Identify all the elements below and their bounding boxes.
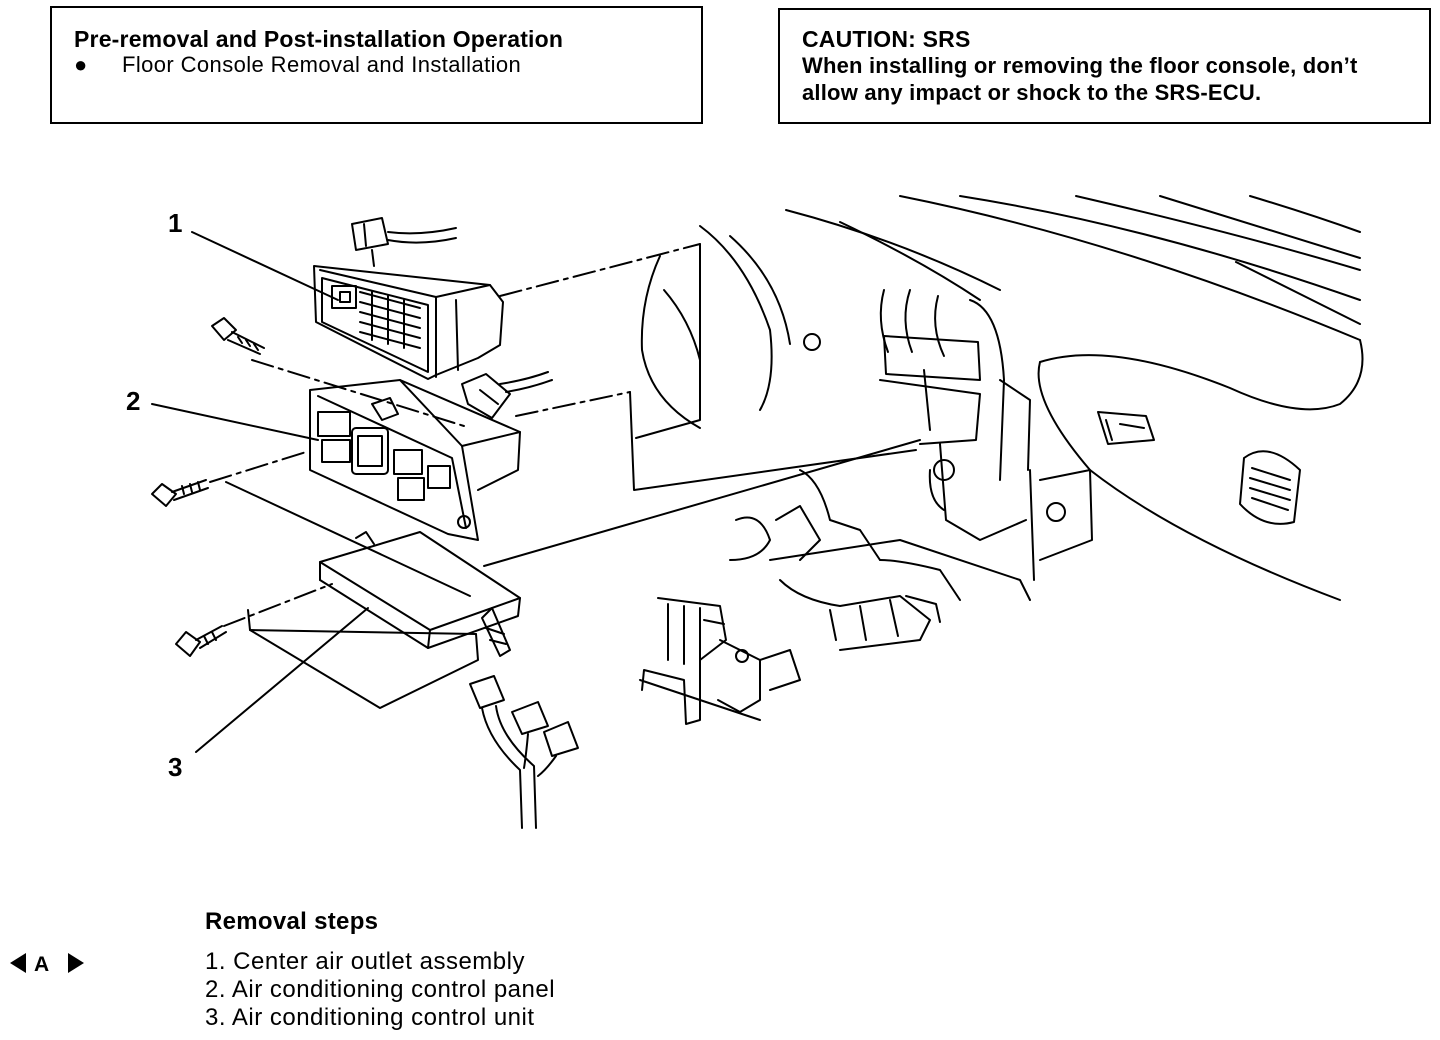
connector-small — [461, 371, 553, 419]
screw-lower — [175, 625, 227, 657]
alignment-lines — [209, 243, 701, 627]
right-arrow-icon — [68, 953, 84, 973]
vehicle-dashboard — [639, 195, 1364, 725]
leader-line-1 — [191, 231, 339, 301]
screw-middle — [151, 479, 209, 507]
leader-line-2 — [151, 403, 319, 441]
callout-2: 2 — [126, 386, 140, 416]
caution-box: CAUTION: SRS When installing or removing… — [778, 8, 1431, 124]
callout-1: 1 — [168, 208, 182, 238]
pre-removal-item-text: Floor Console Removal and Installation — [122, 52, 522, 77]
caution-line-1: When installing or removing the floor co… — [802, 53, 1358, 78]
center-air-outlet-part — [313, 217, 504, 380]
pre-removal-item: ● Floor Console Removal and Installation — [74, 52, 679, 78]
removal-marker-a: A — [10, 950, 84, 976]
removal-steps: Removal steps 1. Center air outlet assem… — [205, 908, 555, 1032]
callout-3: 3 — [168, 752, 182, 782]
left-arrow-icon — [10, 953, 26, 973]
screw-upper — [211, 317, 265, 355]
guide-lines — [225, 243, 921, 709]
pre-removal-box: Pre-removal and Post-installation Operat… — [50, 6, 703, 124]
caution-line-2: allow any impact or shock to the SRS-ECU… — [802, 80, 1262, 105]
ac-control-unit-part — [319, 531, 521, 657]
bullet-icon: ● — [74, 52, 88, 77]
pre-removal-title: Pre-removal and Post-installation Operat… — [74, 26, 564, 52]
caution-title: CAUTION: SRS — [802, 26, 971, 52]
removal-step-2: 2. Air conditioning control panel — [205, 976, 556, 1003]
marker-label: A — [34, 953, 49, 976]
removal-steps-title: Removal steps — [205, 908, 379, 935]
exploded-diagram: 1 2 3 — [126, 195, 1364, 829]
removal-step-1: 1. Center air outlet assembly — [205, 948, 525, 975]
harness-connector — [469, 675, 579, 829]
ac-control-panel-part — [309, 379, 521, 541]
removal-step-3: 3. Air conditioning control unit — [205, 1004, 535, 1031]
